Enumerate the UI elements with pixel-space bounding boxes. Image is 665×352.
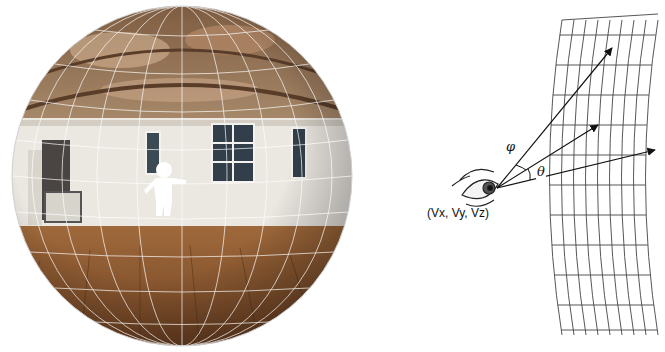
eye-symbol xyxy=(452,169,498,206)
view-ray xyxy=(497,48,655,188)
angle-arc xyxy=(528,169,530,180)
projection-grid xyxy=(550,14,659,335)
angle-label: φ xyxy=(505,140,516,154)
panorama-sphere xyxy=(0,0,360,352)
coordinate-label: (Vx, Vy, Vz) xyxy=(426,207,490,220)
angle-label: θ xyxy=(536,165,546,179)
angle-arc xyxy=(516,165,526,170)
child-figure xyxy=(144,162,186,216)
